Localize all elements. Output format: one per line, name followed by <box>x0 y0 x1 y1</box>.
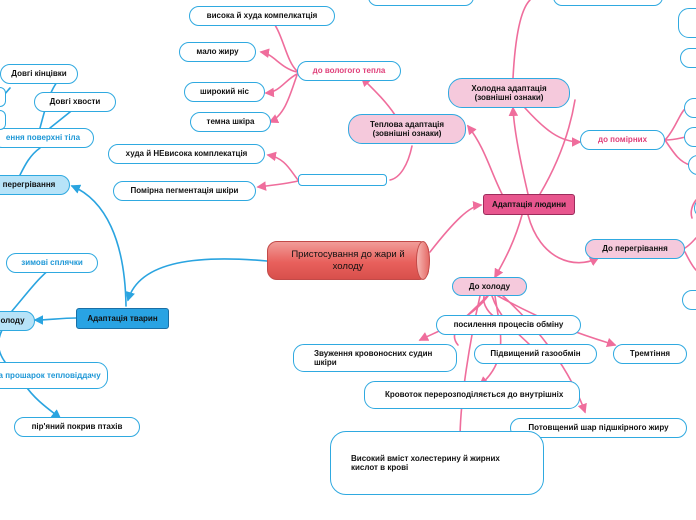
hibernation-label: зимові сплячки <box>21 258 83 268</box>
offscreen-top-node[interactable] <box>368 0 474 6</box>
metabolism-node[interactable]: посилення процесів обміну <box>436 315 581 335</box>
to-moderate-node[interactable]: до помірних <box>580 130 665 150</box>
offscreen-right-node-1[interactable] <box>684 98 696 118</box>
humid-heat-label: до вологого тепла <box>312 66 386 76</box>
central-topic[interactable]: Пристосування до жари й холоду <box>267 241 430 280</box>
offscreen-right-node-6[interactable] <box>682 290 696 310</box>
to-moderate-label: до помірних <box>597 135 648 145</box>
cholesterol-label: Високий вміст холестерину й жирних кисло… <box>351 453 500 472</box>
fat-layer-label: тіла прошарок тепловіддачу <box>0 370 101 380</box>
long-limbs-node[interactable]: Довгі кінцівки <box>0 64 78 84</box>
to-overheat-node[interactable]: До перегрівання <box>585 239 685 259</box>
feathers-label: пір'яний покрив птахів <box>31 422 123 432</box>
vasoconstriction-label: Звуження кровоносних судин шкіри <box>314 348 433 367</box>
wide-nose-label: широкий ніс <box>200 87 249 97</box>
subcutaneous-fat-label: Потовщений шар підшкірного жиру <box>528 423 669 433</box>
offscreen-right-node-4[interactable] <box>678 8 696 38</box>
human-adaptation-node[interactable]: Адаптація людини <box>483 194 575 215</box>
central-topic-label: Пристосування до жари й холоду <box>291 249 405 272</box>
offscreen-top-node-2[interactable] <box>553 0 663 6</box>
animal-cold-label: олоду <box>0 316 25 326</box>
surface-area-label: ення поверхні тіла <box>5 133 81 143</box>
animal-adaptation-label: Адаптація тварин <box>87 314 158 323</box>
animal-adaptation-node[interactable]: Адаптація тварин <box>76 308 169 329</box>
animal-overheat-node[interactable]: перегрівання <box>0 175 70 195</box>
offscreen-right-node-5[interactable] <box>680 48 696 68</box>
gas-exchange-label: Підвищений газообмін <box>490 349 581 359</box>
low-fat-node[interactable]: мало жиру <box>179 42 256 62</box>
shivering-node[interactable]: Тремтіння <box>613 344 687 364</box>
to-cold-node[interactable]: До холоду <box>452 277 527 296</box>
dark-skin-label: темна шкіра <box>206 117 255 127</box>
surface-area-node[interactable]: ення поверхні тіла <box>0 128 94 148</box>
cholesterol-node[interactable]: Високий вміст холестерину й жирних кисло… <box>330 431 544 495</box>
animal-overheat-label: перегрівання <box>2 180 56 190</box>
to-cold-label: До холоду <box>468 281 511 291</box>
feathers-node[interactable]: пір'яний покрив птахів <box>14 417 140 437</box>
moderate-pigment-node[interactable]: Помірна пегментація шкіри <box>113 181 256 201</box>
subcutaneous-fat-node[interactable]: Потовщений шар підшкірного жиру <box>510 418 687 438</box>
offscreen-node-left[interactable] <box>0 87 6 107</box>
long-tails-label: Довгі хвости <box>49 97 101 107</box>
humid-heat-node[interactable]: до вологого тепла <box>297 61 401 81</box>
animal-cold-node[interactable]: олоду <box>0 311 35 331</box>
thermal-adaptation-node[interactable]: Теплова адаптація (зовнішні ознаки) <box>348 114 466 144</box>
offscreen-node-left-2[interactable] <box>0 110 6 130</box>
blood-redistribution-label: Кровоток перерозподіляється до внутрішні… <box>385 390 564 400</box>
metabolism-label: посилення процесів обміну <box>453 320 564 330</box>
wide-nose-node[interactable]: широкий ніс <box>184 82 265 102</box>
hibernation-node[interactable]: зимові сплячки <box>6 253 98 273</box>
to-overheat-label: До перегрівання <box>602 244 668 254</box>
tall-thin-label: висока й худа компелкатція <box>206 11 318 21</box>
central-cylinder-cap <box>416 241 430 280</box>
blood-redistribution-node[interactable]: Кровоток перерозподіляється до внутрішні… <box>364 381 580 409</box>
fat-layer-node[interactable]: тіла прошарок тепловіддачу <box>0 362 108 389</box>
long-limbs-label: Довгі кінцівки <box>11 69 67 79</box>
thermal-adaptation-label: Теплова адаптація (зовнішні ознаки) <box>369 119 445 138</box>
vasoconstriction-node[interactable]: Звуження кровоносних судин шкіри <box>293 344 457 372</box>
human-adaptation-label: Адаптація людини <box>491 200 567 209</box>
long-tails-node[interactable]: Довгі хвости <box>34 92 116 112</box>
unlabeled-node[interactable] <box>298 174 387 186</box>
cold-adaptation-node[interactable]: Холодна адаптація (зовнішні ознаки) <box>448 78 570 108</box>
moderate-pigment-label: Помірна пегментація шкіри <box>130 186 239 196</box>
tall-thin-node[interactable]: висока й худа компелкатція <box>189 6 335 26</box>
dark-skin-node[interactable]: темна шкіра <box>190 112 271 132</box>
thin-not-tall-label: худа й НЕвисока комплекатція <box>125 149 248 159</box>
offscreen-right-node-2[interactable] <box>684 127 696 147</box>
shivering-label: Тремтіння <box>629 349 671 359</box>
gas-exchange-node[interactable]: Підвищений газообмін <box>474 344 597 364</box>
low-fat-label: мало жиру <box>196 47 239 57</box>
thin-not-tall-node[interactable]: худа й НЕвисока комплекатція <box>108 144 265 164</box>
cold-adaptation-label: Холодна адаптація (зовнішні ознаки) <box>471 83 547 102</box>
